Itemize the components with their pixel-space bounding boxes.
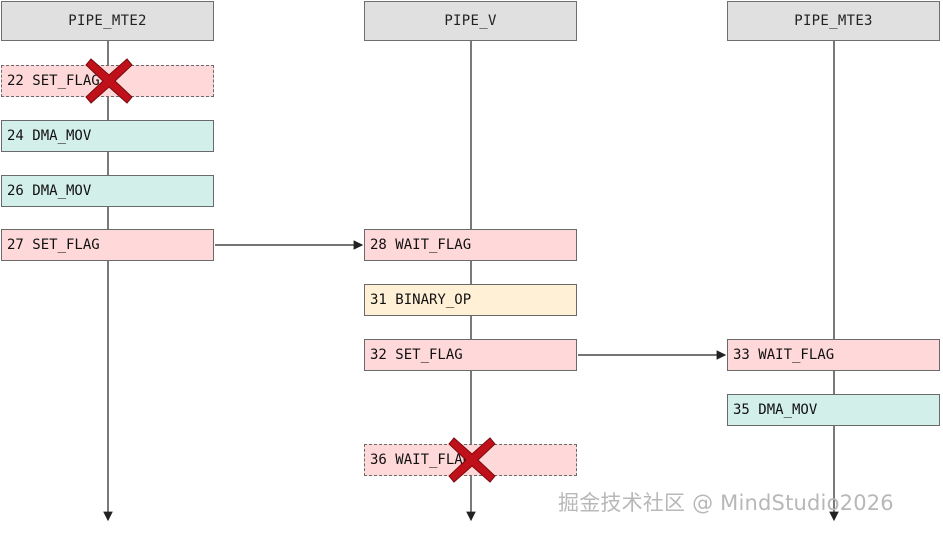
op-label: 22 SET_FLAG (7, 73, 100, 89)
cross-icon (85, 58, 133, 104)
op-32-set-flag: 32 SET_FLAG (364, 339, 577, 371)
lane-header-pipe-mte3: PIPE_MTE3 (727, 1, 940, 41)
op-label: 36 WAIT_FLAG (370, 452, 472, 468)
op-label: 31 BINARY_OP (370, 292, 472, 308)
op-27-set-flag: 27 SET_FLAG (1, 229, 214, 261)
op-26-dma-mov: 26 DMA_MOV (1, 175, 214, 207)
op-31-binary-op: 31 BINARY_OP (364, 284, 577, 316)
op-24-dma-mov: 24 DMA_MOV (1, 120, 214, 152)
op-label: 24 DMA_MOV (7, 128, 92, 144)
op-label: 26 DMA_MOV (7, 183, 92, 199)
op-35-dma-mov: 35 DMA_MOV (727, 394, 940, 426)
op-label: 33 WAIT_FLAG (733, 347, 835, 363)
op-label: 32 SET_FLAG (370, 347, 463, 363)
op-label: 35 DMA_MOV (733, 402, 818, 418)
lane-header-pipe-mte2: PIPE_MTE2 (1, 1, 214, 41)
op-33-wait-flag: 33 WAIT_FLAG (727, 339, 940, 371)
cross-icon (448, 437, 496, 483)
op-label: 28 WAIT_FLAG (370, 237, 472, 253)
watermark: 掘金技术社区 @ MindStudio2026 (558, 491, 894, 515)
op-28-wait-flag: 28 WAIT_FLAG (364, 229, 577, 261)
lane-header-pipe-v: PIPE_V (364, 1, 577, 41)
op-label: 27 SET_FLAG (7, 237, 100, 253)
